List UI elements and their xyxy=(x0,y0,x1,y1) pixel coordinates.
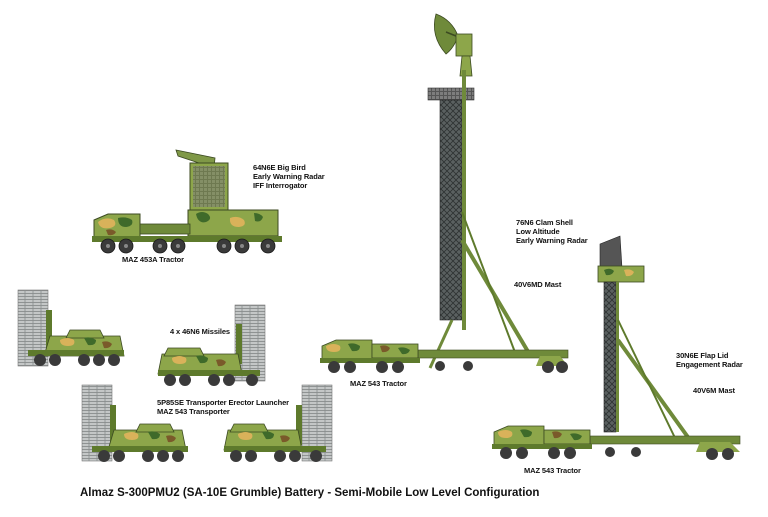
label-flap-lid: 30N6E Flap Lid Engagement Radar xyxy=(676,351,743,369)
label-flap-lid-line1: 30N6E Flap Lid xyxy=(676,351,729,360)
label-maz453: MAZ 453A Tractor xyxy=(122,255,184,264)
label-clam-shell-line2: Low Altitude xyxy=(516,227,560,236)
label-big-bird-line2: Early Warning Radar xyxy=(253,172,325,181)
label-tel-line2: MAZ 543 Transporter xyxy=(157,407,230,416)
label-big-bird-line3: IFF Interrogator xyxy=(253,181,308,190)
tel-launcher-upright-left xyxy=(17,289,125,367)
label-tel-line1: 5P85SE Transporter Erector Launcher xyxy=(157,398,289,407)
label-flap-lid-line2: Engagement Radar xyxy=(676,360,743,369)
big-bird-radar-vehicle xyxy=(92,149,282,254)
tel-launcher-lower-right xyxy=(223,384,333,462)
label-mast-40v6md: 40V6MD Mast xyxy=(514,280,562,289)
clam-shell-mast-vehicle xyxy=(320,13,569,373)
label-clam-shell-line1: 76N6 Clam Shell xyxy=(516,218,573,227)
flap-lid-mast-vehicle xyxy=(492,235,741,460)
label-mast-40v6m: 40V6M Mast xyxy=(693,386,735,395)
label-big-bird: 64N6E Big Bird Early Warning Radar IFF I… xyxy=(253,163,325,190)
tel-launcher-lower-left xyxy=(81,384,188,462)
label-big-bird-line1: 64N6E Big Bird xyxy=(253,163,306,172)
label-tel: 5P85SE Transporter Erector Launcher MAZ … xyxy=(157,398,289,416)
tel-vehicle-center xyxy=(157,324,260,386)
label-missiles: 4 x 46N6 Missiles xyxy=(170,327,231,336)
label-clam-shell-line3: Early Warning Radar xyxy=(516,236,588,245)
label-clam-shell: 76N6 Clam Shell Low Altitude Early Warni… xyxy=(516,218,588,245)
diagram-caption: Almaz S-300PMU2 (SA-10E Grumble) Battery… xyxy=(80,487,540,499)
label-maz543-a: MAZ 543 Tractor xyxy=(350,379,407,388)
label-maz543-b: MAZ 543 Tractor xyxy=(524,466,581,475)
